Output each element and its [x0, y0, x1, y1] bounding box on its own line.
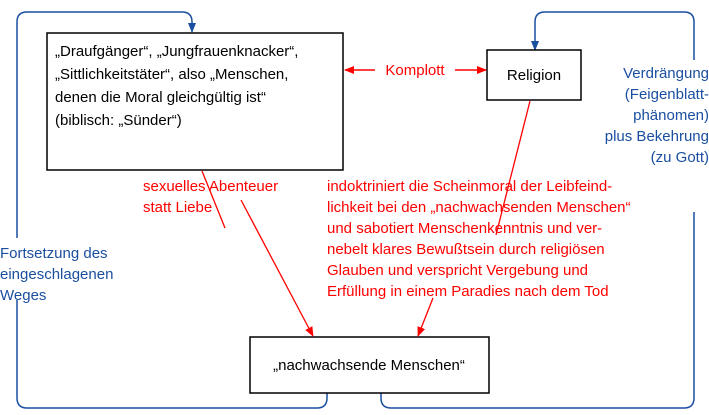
youth-box	[249, 336, 490, 394]
sinners-line: (biblisch: „Sünder“)	[55, 112, 182, 129]
repression-line: phänomen)	[633, 107, 709, 124]
continuation-line: Fortsetzung des	[0, 245, 108, 262]
sinners-box	[46, 32, 344, 171]
indoctrination-line: nebelt klares Bewußtsein durch religiöse…	[327, 241, 605, 258]
repression-line: (zu Gott)	[651, 149, 709, 166]
indoctrination-line: lichkeit bei den „nachwachsenden Mensche…	[327, 199, 631, 216]
religion-connector	[495, 100, 531, 236]
repression-line: (Feigenblatt-	[625, 86, 709, 103]
youth-label: „nachwachsende Menschen“	[273, 357, 465, 374]
loop-left-lower	[16, 300, 328, 409]
repression-line: Verdrängung	[623, 65, 709, 82]
repression-line: plus Bekehrung	[605, 128, 709, 145]
religion-label: Religion	[507, 67, 561, 84]
sinners-line: „Sittlichkeitstäter“, also „Menschen,	[55, 66, 288, 83]
loop-right-lower	[380, 212, 695, 409]
komplott-label: Komplott	[385, 62, 445, 79]
continuation-line: eingeschlagenen	[0, 266, 113, 283]
loop-left-upper	[16, 11, 196, 238]
sinners-line: „Draufgänger“, „Jungfrauenknacker“,	[55, 43, 298, 60]
indoctrination-arrow	[417, 297, 434, 337]
indoctrination-line: Erfüllung in einem Paradies nach dem Tod	[327, 283, 609, 300]
sinners-line: denen die Moral gleichgültig ist“	[55, 89, 266, 106]
indoctrination-line: und sabotiert Menschenkenntnis und ver-	[327, 220, 602, 237]
indoctrination-line: indoktriniert die Scheinmoral der Leibfe…	[327, 178, 612, 195]
adventure-line: sexuelles Abenteuer	[143, 178, 278, 195]
adventure-arrow	[240, 199, 314, 337]
adventure-line: statt Liebe	[143, 199, 212, 216]
indoctrination-line: Glauben und verspricht Vergebung und	[327, 262, 588, 279]
loop-right-upper	[531, 11, 695, 60]
continuation-line: Weges	[0, 287, 46, 304]
sinners-connector	[201, 170, 226, 229]
religion-box	[486, 49, 582, 101]
